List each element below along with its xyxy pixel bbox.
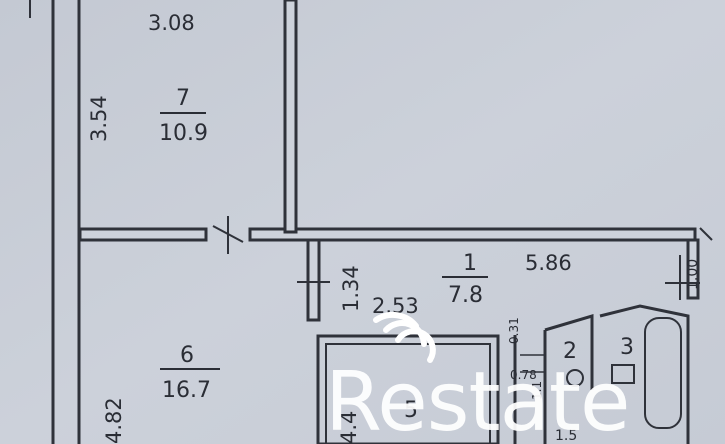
room1-left-dim: 1.34 bbox=[339, 265, 363, 312]
dim-11: 1.1 bbox=[530, 381, 544, 400]
room7-area: 10.9 bbox=[159, 121, 208, 146]
door-marks bbox=[29, 0, 713, 300]
dim-15: 1.5 bbox=[555, 428, 577, 444]
room1-number: 1 bbox=[463, 251, 477, 276]
wall-outline bbox=[51, 0, 700, 444]
room6-number: 6 bbox=[180, 343, 194, 368]
room7-height: 3.54 bbox=[87, 95, 111, 142]
dim-031: 0.31 bbox=[507, 317, 521, 344]
room1-area: 7.8 bbox=[448, 283, 483, 308]
room6-height: 4.82 bbox=[102, 397, 126, 444]
room6-area: 16.7 bbox=[162, 378, 211, 403]
room1-length: 5.86 bbox=[525, 251, 572, 275]
room5-number: 5 bbox=[404, 398, 418, 423]
room3-number: 3 bbox=[620, 335, 634, 360]
room7-width: 3.08 bbox=[148, 11, 195, 35]
restate-watermark: Restate bbox=[325, 355, 629, 444]
room5-left-dim: 4.4 bbox=[337, 411, 361, 444]
room7-number: 7 bbox=[176, 86, 190, 111]
restate-logo bbox=[373, 311, 436, 363]
dim-078: 0.78 bbox=[510, 368, 537, 382]
room-walls-lower bbox=[316, 304, 690, 444]
room2-number: 2 bbox=[563, 339, 577, 364]
room1-right-dim: 1.00 bbox=[685, 259, 701, 290]
